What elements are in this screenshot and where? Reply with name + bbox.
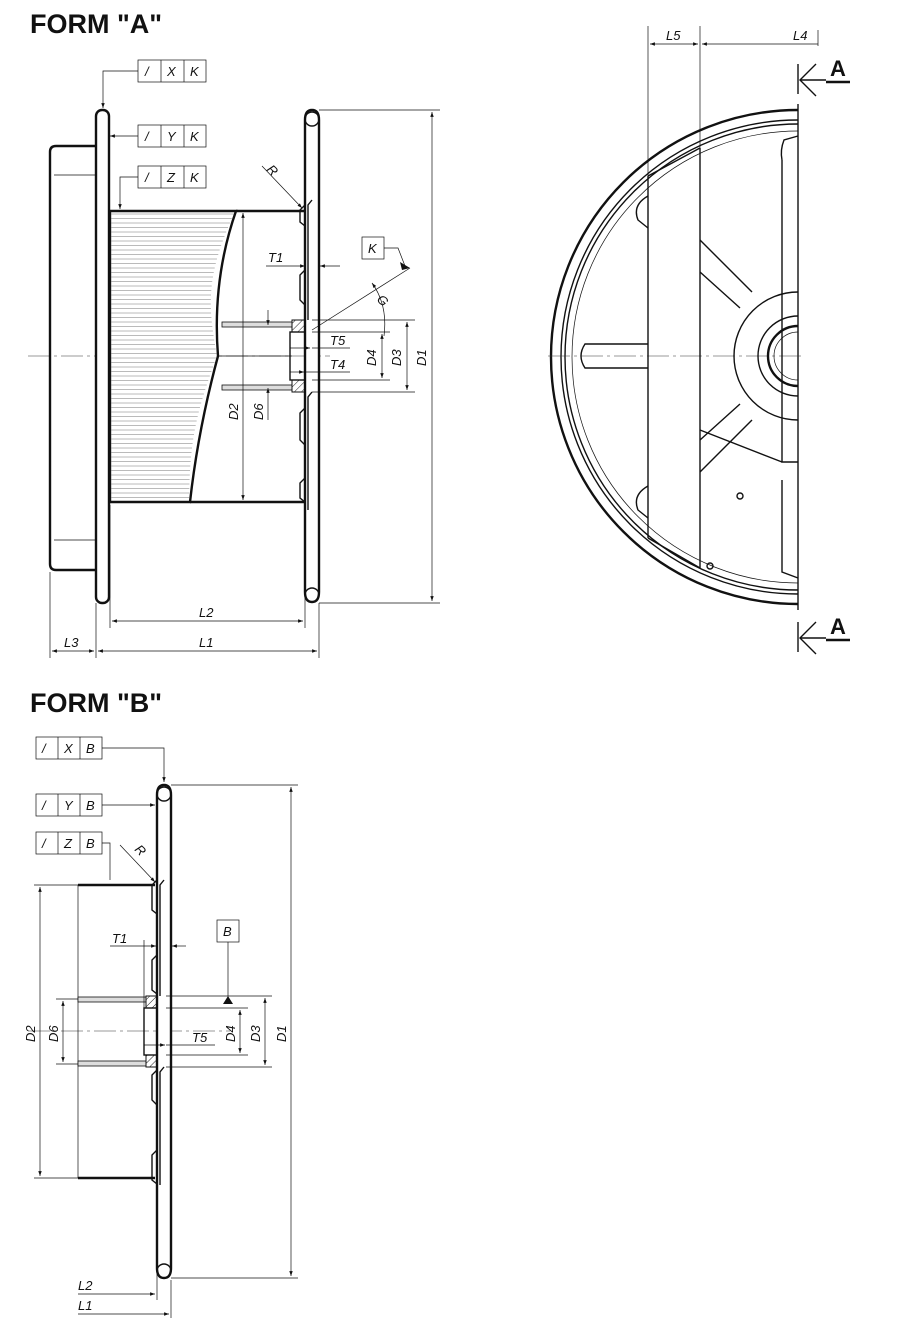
form-b-body (77, 783, 173, 1280)
form-a-title: FORM "A" (30, 9, 162, 39)
form-a-length-dims: L2 L1 L3 (49, 505, 320, 658)
form-a-t5-dim: T5 (290, 333, 350, 350)
frame-y-axis: Y (64, 798, 74, 813)
frame-z-axis: Z (166, 170, 176, 185)
form-a-t4-dim: T4 (290, 357, 350, 374)
section-letter-bottom: A (830, 614, 846, 639)
form-b-d6-dim: D6 (46, 998, 78, 1065)
form-a-datum-letter: K (368, 241, 378, 256)
form-b-d4-label: D4 (223, 1025, 238, 1042)
section-letter-top: A (830, 56, 846, 81)
form-a-d6-dim: D6 (251, 310, 270, 420)
form-a-l4-label: L4 (793, 28, 807, 43)
runout-symbol: / (41, 836, 47, 851)
frame-y-axis: Y (167, 129, 177, 144)
form-b-l1-label: L1 (78, 1298, 92, 1313)
form-a-blades (108, 209, 238, 504)
form-b-title: FORM "B" (30, 688, 162, 718)
form-a-d6-label: D6 (251, 403, 266, 420)
form-a-frame-z: / Z K (118, 165, 207, 209)
form-a-angle-g: G (311, 267, 411, 337)
form-b-r-label: R (132, 842, 149, 859)
form-b-t1-dim: T1 (110, 931, 186, 1008)
form-a-t1-label: T1 (268, 250, 283, 265)
form-a-frame-y: / Y K (110, 124, 207, 148)
form-a-r-label: R (264, 162, 281, 179)
form-b-frame-z: / Z B (35, 831, 111, 880)
form-b-datum-b: B (216, 919, 240, 1004)
form-a-d1-dim: D1 (319, 109, 440, 604)
section-mark-top: A (797, 56, 850, 97)
frame-z-datum: B (86, 836, 95, 851)
runout-symbol: / (144, 129, 150, 144)
form-b-frame-y: / Y B (35, 793, 155, 817)
form-a-t1-dim: T1 (266, 250, 340, 268)
frame-x-axis: X (63, 741, 74, 756)
form-b-d2-label: D2 (23, 1025, 38, 1042)
form-a-d2-dim: D2 (226, 213, 245, 500)
form-a-front-view (548, 104, 805, 610)
form-b-t5-dim: T5 (144, 1030, 215, 1047)
form-b-d1-label: D1 (274, 1025, 289, 1042)
form-a-d2-label: D2 (226, 403, 241, 420)
runout-symbol: / (144, 170, 150, 185)
section-mark-bottom: A (797, 614, 850, 655)
form-a-datum-k: K (361, 236, 410, 270)
form-a-r-leader (261, 165, 303, 209)
form-b-d6-label: D6 (46, 1025, 61, 1042)
frame-x-datum: B (86, 741, 95, 756)
form-b-frame-x: / X B (35, 736, 166, 782)
form-a-l1-label: L1 (199, 635, 213, 650)
form-a-back-plate (94, 108, 111, 605)
form-a-l2-label: L2 (199, 605, 214, 620)
form-b-r-leader (119, 844, 156, 883)
form-b-d4-dim: D4 (166, 1007, 248, 1056)
form-a-t4-label: T4 (330, 357, 345, 372)
form-b-d1-dim: D1 (171, 784, 298, 1279)
frame-x-axis: X (166, 64, 177, 79)
form-a-d3-label: D3 (389, 349, 404, 366)
form-b-d3-label: D3 (248, 1025, 263, 1042)
form-b-t1-label: T1 (112, 931, 127, 946)
form-b-t5-label: T5 (192, 1030, 208, 1045)
runout-symbol: / (41, 798, 47, 813)
form-b-d3-dim: D3 (166, 995, 272, 1068)
form-a-l5-label: L5 (666, 28, 681, 43)
form-a-bore (218, 321, 293, 391)
form-a-d1-label: D1 (414, 349, 429, 366)
form-a-d4-dim: D4 (312, 331, 390, 381)
form-a-frame-x: / X K (101, 59, 207, 108)
frame-x-datum: K (190, 64, 200, 79)
form-a-back-hub (48, 144, 96, 572)
form-a-d3-dim: D3 (312, 319, 415, 393)
runout-symbol: / (144, 64, 150, 79)
form-a-g-label: G (374, 292, 392, 310)
frame-y-datum: K (190, 129, 200, 144)
form-b-datum-letter: B (223, 924, 232, 939)
frame-z-datum: K (190, 170, 200, 185)
form-b-d2-dim: D2 (23, 884, 78, 1179)
form-a-l4-l5-dims: L5 L4 (647, 26, 819, 176)
form-a-t5-label: T5 (330, 333, 346, 348)
form-b-l2-label: L2 (78, 1278, 93, 1293)
runout-symbol: / (41, 741, 47, 756)
form-a-front-plate (299, 108, 321, 604)
form-b-length-dims: L2 L1 (78, 1270, 172, 1318)
form-a-l3-label: L3 (64, 635, 79, 650)
frame-z-axis: Z (63, 836, 73, 851)
frame-y-datum: B (86, 798, 95, 813)
form-a-d4-label: D4 (364, 349, 379, 366)
